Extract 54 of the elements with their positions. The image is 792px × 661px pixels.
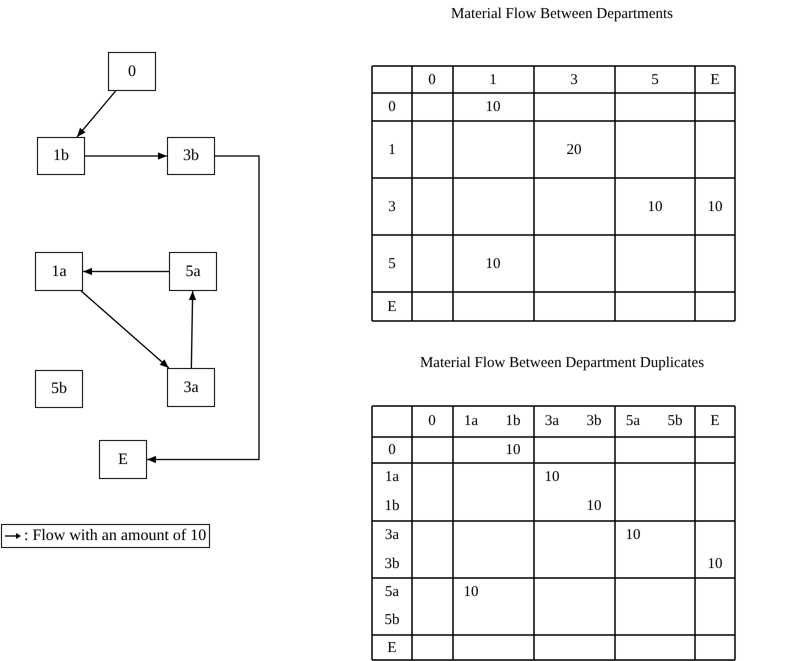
row-header: 5 (387, 255, 397, 274)
row-header: 5a (384, 583, 400, 602)
row-header: 0 (387, 98, 397, 117)
row-header: 3b (384, 555, 400, 574)
cell-value: 10 (624, 526, 642, 545)
cell-value: 10 (504, 441, 522, 460)
cell-value: 10 (646, 198, 664, 217)
table-title: Material Flow Between Department Duplicates (418, 354, 706, 373)
arrow (83, 268, 169, 276)
row-header: 1b (384, 497, 400, 516)
column-header: 0 (427, 71, 437, 90)
column-header: 1b (504, 412, 522, 431)
cell-value: 10 (706, 555, 724, 574)
column-header: 1 (488, 71, 498, 90)
row-header: 0 (387, 441, 397, 460)
cell-value: 20 (566, 141, 582, 160)
row-header: 1 (387, 141, 397, 160)
column-header: 3b (586, 412, 602, 431)
column-header: 0 (427, 412, 437, 431)
column-header: 3a (544, 412, 560, 431)
column-header: 3 (569, 71, 579, 90)
row-header: 5b (384, 611, 400, 630)
department-box: 5b (35, 370, 83, 408)
arrow (85, 152, 167, 160)
department-box: E (99, 440, 147, 479)
column-header: 5 (650, 71, 660, 90)
department-box: 5a (169, 252, 217, 291)
column-header: 1a (462, 412, 480, 431)
row-header: 3 (387, 198, 397, 217)
row-header: 3a (384, 526, 400, 545)
table-title: Material Flow Between Departments (450, 5, 674, 24)
department-box: 1a (35, 252, 83, 291)
row-header: E (386, 639, 398, 658)
arrow (76, 90, 116, 138)
cell-value: 10 (706, 198, 724, 217)
department-box: 0 (108, 52, 156, 91)
cell-value: 10 (462, 583, 480, 602)
column-header: 5a (624, 412, 642, 431)
column-header: 5b (666, 412, 684, 431)
row-header: 1a (384, 468, 400, 487)
arrow (147, 155, 260, 464)
row-header: E (386, 298, 398, 317)
cell-value: 10 (586, 497, 602, 516)
column-header: E (709, 412, 721, 431)
cell-value: 10 (544, 468, 560, 487)
column-header: E (709, 71, 721, 90)
arrow (80, 290, 170, 368)
legend-text: : Flow with an amount of 10 (24, 526, 206, 546)
department-box: 1b (37, 137, 85, 175)
cell-value: 10 (484, 255, 502, 274)
cell-value: 10 (484, 98, 502, 117)
arrow (188, 290, 196, 368)
department-box: 3b (167, 137, 215, 175)
department-box: 3a (167, 368, 215, 407)
